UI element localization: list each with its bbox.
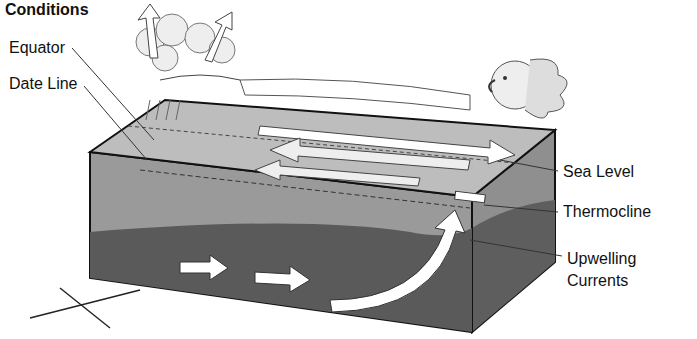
- leader-line: [72, 48, 154, 140]
- wind-face: [489, 59, 567, 118]
- front-face: [90, 152, 472, 332]
- leader-line: [484, 205, 558, 212]
- deep-current-arrow: [255, 266, 310, 292]
- side-cold-water: [472, 200, 555, 332]
- diagram-title: Conditions: [4, 0, 90, 19]
- date-line-label: Date Line: [8, 74, 79, 93]
- upwelling-label: Upwelling Currents: [566, 248, 658, 292]
- upwelling-arrow: [330, 210, 465, 312]
- top-face: [90, 100, 555, 197]
- sea-level-bump: [455, 191, 486, 203]
- convection-clouds: [136, 4, 470, 120]
- compass-cross: [60, 288, 110, 328]
- compass-cross: [30, 290, 140, 318]
- leader-line: [500, 160, 558, 171]
- thermocline-label: Thermocline: [562, 202, 652, 221]
- leader-line: [470, 240, 562, 256]
- deep-current-arrow: [180, 255, 228, 280]
- sea-level-label: Sea Level: [562, 162, 635, 181]
- surface-current-arrow: [255, 160, 420, 186]
- equator-label: Equator: [8, 38, 66, 57]
- surface-current-arrow: [270, 138, 470, 170]
- leader-line: [84, 86, 147, 160]
